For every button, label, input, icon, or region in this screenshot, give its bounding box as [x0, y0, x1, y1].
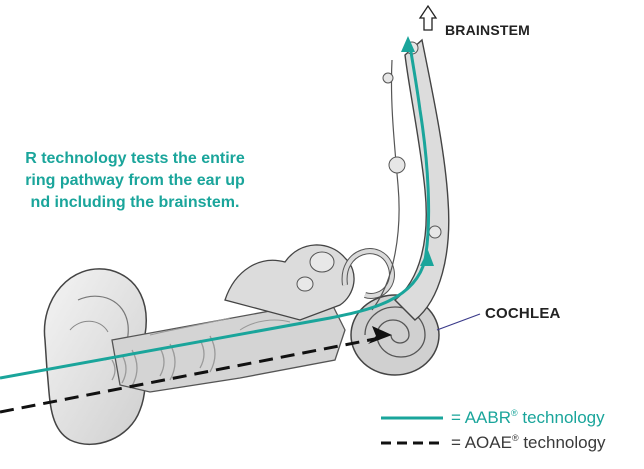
cochlea-leader-line	[437, 314, 480, 330]
legend-aoae-prefix: = AOAE	[451, 433, 512, 452]
callout-line-2: ring pathway from the ear up	[0, 170, 300, 192]
solid-line-swatch	[381, 411, 445, 425]
dashed-line-swatch	[381, 436, 445, 450]
callout-text: R technology tests the entire ring pathw…	[0, 148, 300, 214]
legend-aoae-suffix: technology	[519, 433, 606, 452]
legend-aabr-mark: ®	[511, 408, 518, 418]
callout-line-1: R technology tests the entire	[0, 148, 300, 170]
legend-item-aabr: = AABR® technology	[381, 405, 643, 430]
brainstem-label: BRAINSTEM	[445, 22, 530, 38]
up-arrow-icon	[420, 6, 436, 30]
legend-item-aoae: = AOAE® technology	[381, 430, 643, 455]
auditory-nerve	[395, 40, 449, 320]
legend-aabr-suffix: technology	[518, 408, 605, 427]
legend: = AABR® technology = AOAE® technology	[381, 405, 643, 455]
legend-aabr-prefix: = AABR	[451, 408, 511, 427]
callout-line-3: nd including the brainstem.	[0, 192, 300, 214]
cochlea-label: COCHLEA	[485, 305, 561, 322]
legend-aoae-mark: ®	[512, 433, 519, 443]
